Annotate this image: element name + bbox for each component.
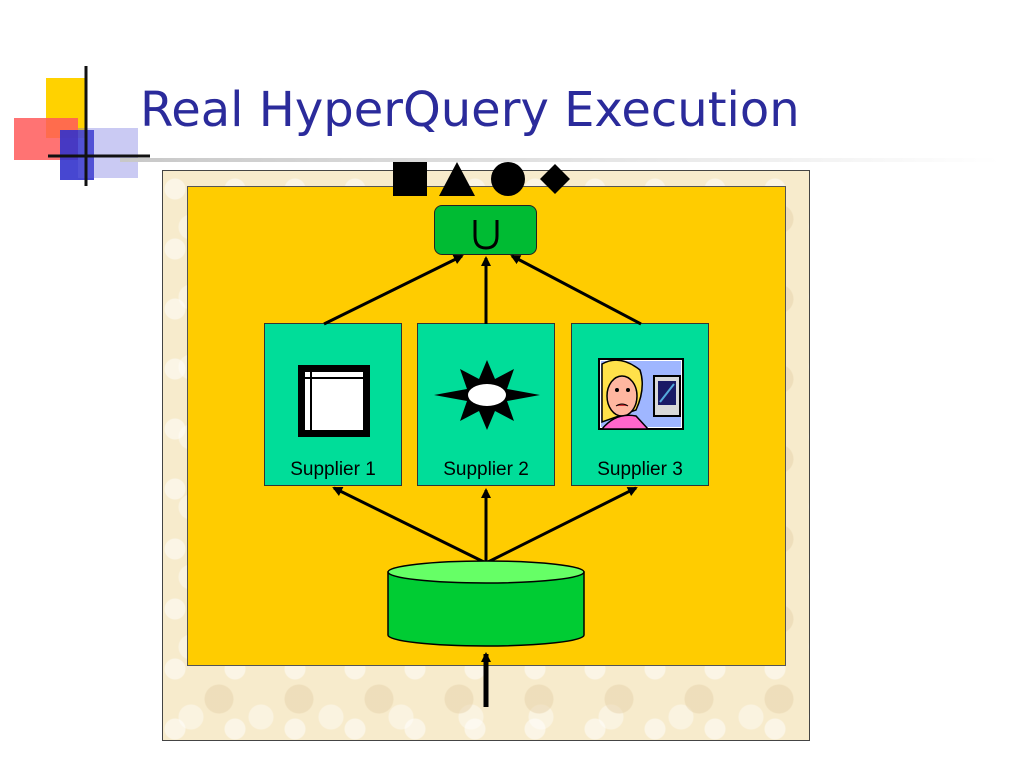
supplier-label: Supplier 2 [443, 459, 529, 480]
slide-logo-icon [14, 66, 150, 186]
supplier-label: Supplier 1 [290, 459, 376, 480]
title-divider [120, 158, 1000, 162]
union-icon [473, 220, 499, 250]
union-operator-box [434, 205, 537, 255]
arrow-supplier1-to-union [323, 254, 464, 326]
arrow-supplier3-to-union [510, 254, 642, 326]
window-icon [298, 365, 370, 437]
result-shapes [393, 162, 570, 196]
database-cylinder-icon [387, 560, 585, 647]
diamond-icon [540, 164, 570, 194]
circle-icon [491, 162, 525, 196]
page-title: Real HyperQuery Execution [140, 82, 800, 138]
arrow-db-to-supplier3 [485, 486, 638, 565]
supplier-label: Supplier 3 [597, 459, 683, 480]
supplier-box-3: Supplier 3 [571, 323, 709, 486]
square-icon [393, 162, 427, 196]
person-at-computer-icon [598, 358, 684, 430]
supplier-box-1: Supplier 1 [264, 323, 402, 486]
supplier-box-2: Supplier 2 [417, 323, 555, 486]
arrow-db-to-supplier1 [332, 486, 487, 565]
starburst-icon [434, 360, 540, 430]
triangle-icon [439, 162, 475, 196]
